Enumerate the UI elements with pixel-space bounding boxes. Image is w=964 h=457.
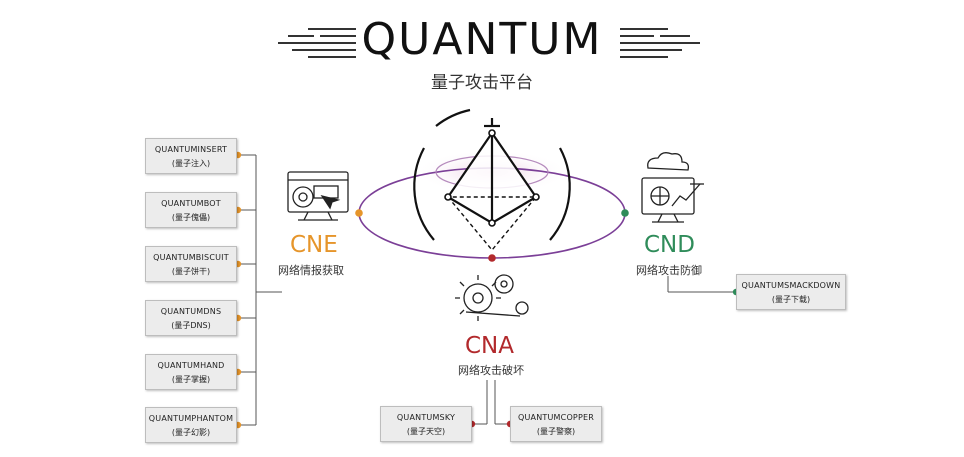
box-cn: (量子幻影) [171, 428, 211, 437]
box-name: QUANTUMPHANTOM [148, 414, 234, 423]
cna-desc: 网络攻击破坏 [458, 364, 524, 377]
left-connector [238, 154, 282, 426]
box-quantumcopper: QUANTUMCOPPER (量子警察) [510, 406, 602, 442]
pyramid-icon [446, 118, 538, 252]
box-cn: (量子天空) [406, 427, 446, 436]
cne-computer-icon [287, 171, 349, 221]
box-quantumbot: QUANTUMBOT (量子傀儡) [145, 192, 237, 228]
box-cn: (量子傀儡) [171, 213, 211, 222]
box-cn: (量子掌握) [171, 375, 211, 384]
box-quantumhand: QUANTUMHAND (量子掌握) [145, 354, 237, 390]
cnd-orbit-dot [621, 209, 629, 217]
cnd-desc: 网络攻击防御 [636, 264, 702, 277]
cne-label: CNE [290, 232, 338, 258]
cne-orbit-dot [355, 209, 363, 217]
cnd-label: CND [644, 232, 695, 258]
box-quantumsmackdown: QUANTUMSMACKDOWN (量子下载) [736, 274, 846, 310]
right-decoration [620, 26, 710, 62]
page-subtitle: 量子攻击平台 [431, 73, 533, 93]
bottom-connector [472, 380, 510, 425]
box-name: QUANTUMSKY [396, 413, 456, 422]
pyramid-vertices [444, 129, 540, 227]
box-cn: (量子DNS) [171, 321, 211, 330]
cna-orbit-dot [488, 254, 496, 262]
cna-label: CNA [465, 333, 514, 359]
box-cn: (量子警察) [536, 427, 576, 436]
box-name: QUANTUMSMACKDOWN [741, 281, 841, 290]
core-arcs [413, 108, 571, 241]
cnd-monitor-icon [641, 152, 704, 223]
box-cn: (量子下载) [771, 295, 811, 304]
box-name: QUANTUMBOT [161, 199, 221, 208]
cne-desc: 网络情报获取 [278, 264, 344, 277]
box-cn: (量子注入) [171, 159, 211, 168]
box-name: QUANTUMBISCUIT [153, 253, 229, 262]
box-name: QUANTUMINSERT [154, 145, 228, 154]
box-cn: (量子饼干) [171, 267, 211, 276]
box-quantumdns: QUANTUMDNS (量子DNS) [145, 300, 237, 336]
page-title: QUANTUM [361, 14, 603, 65]
right-connector [667, 276, 736, 293]
box-quantuminsert: QUANTUMINSERT (量子注入) [145, 138, 237, 174]
box-quantumbiscuit: QUANTUMBISCUIT (量子饼干) [145, 246, 237, 282]
box-name: QUANTUMCOPPER [518, 413, 594, 422]
box-name: QUANTUMDNS [160, 307, 222, 316]
box-quantumsky: QUANTUMSKY (量子天空) [380, 406, 472, 442]
box-name: QUANTUMHAND [157, 361, 225, 370]
cna-gears-icon [455, 274, 529, 321]
box-quantumphantom: QUANTUMPHANTOM (量子幻影) [145, 407, 237, 443]
left-decoration [278, 26, 368, 62]
